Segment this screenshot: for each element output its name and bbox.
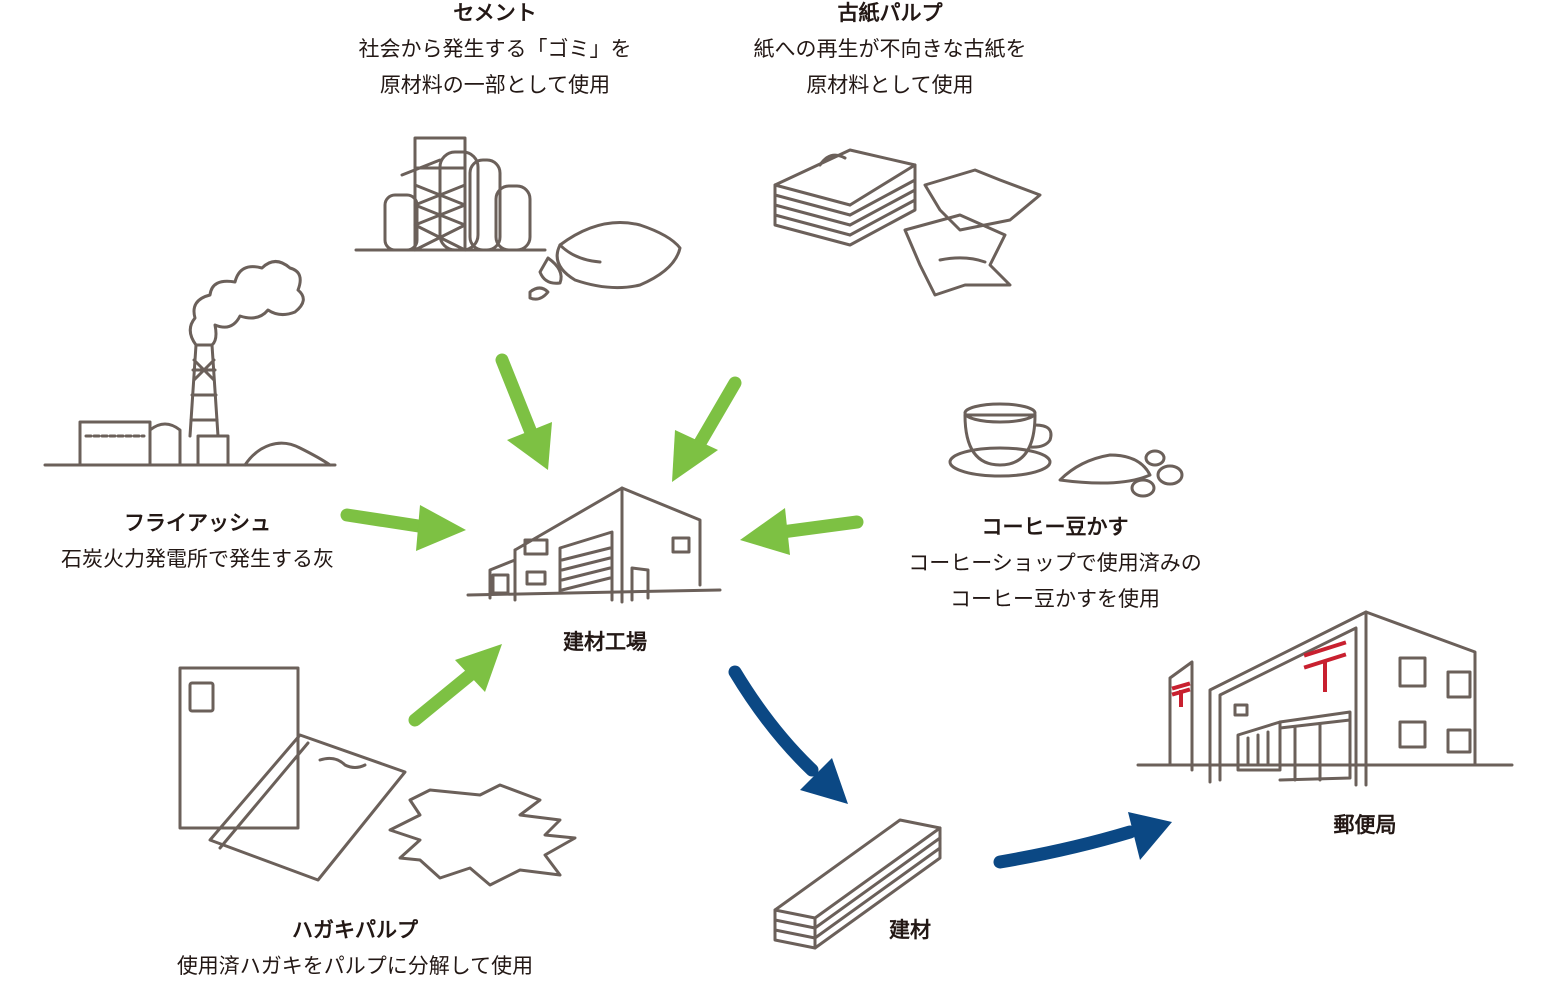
arrow-flyash-to-factory	[340, 505, 466, 551]
postcard-pulp-desc-line1: 使用済ハガキをパルプに分解して使用	[176, 954, 534, 978]
coffee-desc-line2: コーヒー豆かすを使用	[950, 587, 1160, 611]
cement-desc-line2: 原材料の一部として使用	[379, 73, 611, 97]
factory-icon	[466, 486, 722, 604]
cement-plant-icon	[354, 136, 682, 301]
post-office-icon	[1136, 610, 1514, 787]
paper-pulp-icon	[773, 148, 1042, 297]
arrow-postcard-to-factory	[408, 644, 502, 727]
coffee-cup-icon	[948, 402, 1184, 498]
paper-pulp-label: 古紙パルプ 紙への再生が不向きな古紙を 原材料として使用	[690, 0, 1090, 103]
building-material-icon	[773, 818, 942, 950]
coffee-label: コーヒー豆かす コーヒーショップで使用済みの コーヒー豆かすを使用	[870, 509, 1240, 617]
cement-label: セメント 社会から発生する「ゴミ」を 原材料の一部として使用	[300, 0, 690, 103]
input-arrows	[340, 353, 864, 727]
fly-ash-title: フライアッシュ	[124, 511, 271, 535]
post-office-title: 郵便局	[1333, 813, 1397, 837]
material-title: 建材	[889, 918, 931, 942]
arrow-paperpulp-to-factory	[672, 376, 742, 482]
fly-ash-label: フライアッシュ 石炭火力発電所で発生する灰	[20, 505, 375, 577]
factory-label: 建材工場	[505, 627, 705, 657]
factory-title: 建材工場	[563, 630, 647, 654]
coffee-desc-line1: コーヒーショップで使用済みの	[908, 551, 1202, 575]
output-arrows	[728, 665, 1172, 869]
arrow-coffee-to-factory	[740, 508, 864, 555]
cement-title: セメント	[453, 1, 537, 25]
postcard-pulp-label: ハガキパルプ 使用済ハガキをパルプに分解して使用	[130, 912, 580, 984]
arrow-factory-to-material	[728, 665, 848, 804]
paper-pulp-title: 古紙パルプ	[837, 1, 943, 25]
power-plant-icon	[43, 260, 337, 467]
fly-ash-desc-line1: 石炭火力発電所で発生する灰	[61, 547, 334, 571]
postcard-icon	[178, 666, 577, 887]
postcard-pulp-title: ハガキパルプ	[292, 918, 418, 942]
coffee-title: コーヒー豆かす	[981, 515, 1129, 539]
cement-desc-line1: 社会から発生する「ゴミ」を	[358, 37, 632, 61]
paper-pulp-desc-line1: 紙への再生が不向きな古紙を	[753, 37, 1027, 61]
material-label: 建材	[860, 915, 960, 945]
arrow-cement-to-factory	[495, 353, 552, 470]
post-office-label: 郵便局	[1300, 810, 1430, 840]
paper-pulp-desc-line2: 原材料として使用	[806, 73, 974, 97]
post-mark-icon	[1171, 640, 1347, 707]
arrow-material-to-postoffice	[993, 812, 1172, 869]
